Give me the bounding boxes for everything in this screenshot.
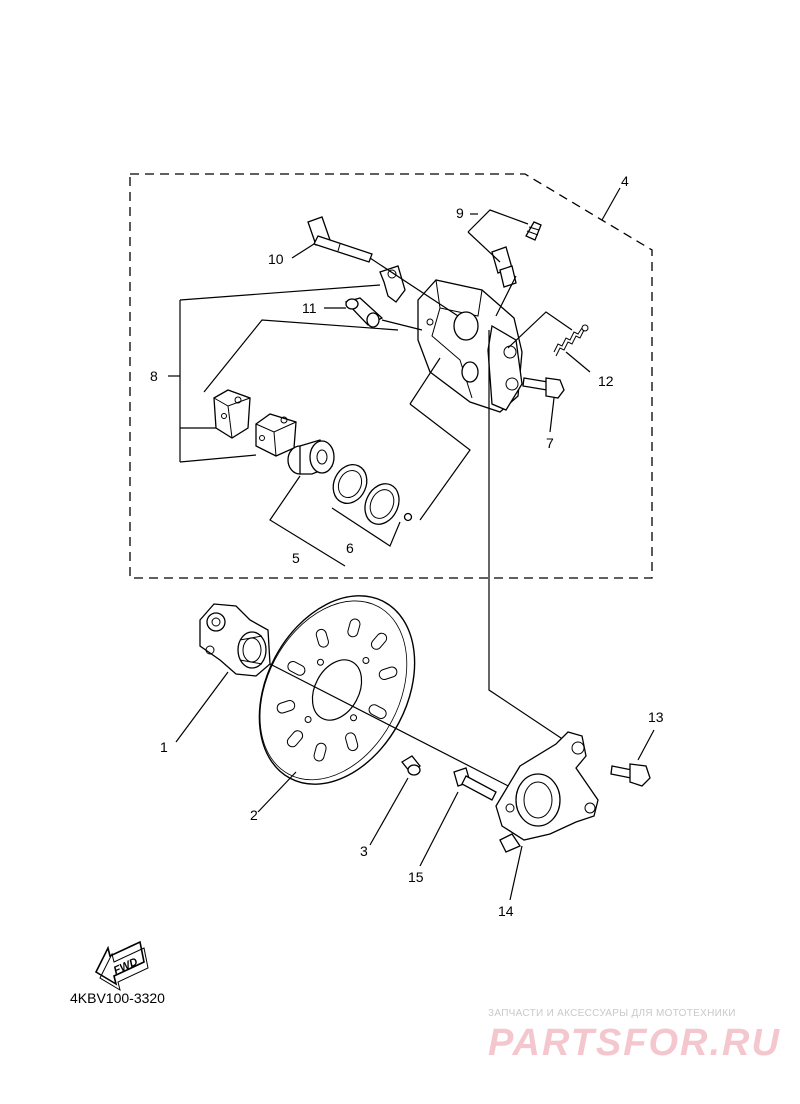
forward-direction-arrow: FWD — [94, 940, 149, 992]
caliper-bolt — [522, 377, 565, 399]
disc-vent-slot — [315, 628, 329, 648]
disc-vent-slot — [287, 661, 306, 676]
callout-13: 13 — [648, 709, 664, 725]
callout-9: 9 — [456, 205, 464, 221]
drawing-code: 4KBV100-3320 — [70, 990, 165, 1006]
bracket-bolt — [453, 767, 497, 801]
callout-12: 12 — [598, 373, 614, 389]
disc-vent-slot — [313, 742, 327, 762]
dust-seal — [364, 483, 400, 525]
brake-pad-inner — [255, 413, 297, 457]
disc-vent-slot — [276, 700, 296, 714]
disc-vent-slot — [368, 704, 387, 719]
callout-6: 6 — [346, 540, 354, 556]
disc-vent-slot — [345, 732, 359, 752]
callout-10: 10 — [268, 251, 284, 267]
disc-vent-slot — [347, 618, 361, 638]
callout-8: 8 — [150, 368, 158, 384]
pad-retainer-clip — [379, 265, 406, 303]
wheel-hub — [199, 603, 271, 677]
caliper-body — [417, 279, 523, 413]
callout-15: 15 — [408, 869, 424, 885]
callout-4: 4 — [621, 173, 629, 189]
callout-5: 5 — [292, 550, 300, 566]
disc-inner-edge — [259, 600, 408, 781]
seal-o-ring — [403, 512, 413, 522]
slide-pin-bolt — [307, 216, 373, 263]
callout-numbers: 4 9 10 11 8 12 7 6 5 13 1 2 3 15 14 — [150, 173, 664, 919]
watermark-brand: PARTSFOR.RU — [488, 1022, 781, 1064]
disc-bolt-hole — [316, 658, 324, 666]
brake-pad-outer — [213, 389, 251, 439]
callout-2: 2 — [250, 807, 258, 823]
disc-bolt-hole — [304, 715, 312, 723]
assembly-leader-lines — [168, 209, 583, 753]
disc-vent-slot — [286, 730, 304, 748]
callout-leaders — [175, 187, 655, 901]
slide-pin-boot — [344, 297, 384, 328]
disc-vent-slot — [378, 666, 398, 680]
brake-disc — [258, 595, 416, 785]
mounting-bolt — [610, 763, 651, 787]
bleed-screw — [491, 221, 542, 288]
piston-seal — [332, 464, 368, 504]
disc-bolt-hole — [350, 714, 358, 722]
caliper-assembly-boundary — [129, 173, 653, 579]
watermark-tagline: ЗАПЧАСТИ И АКСЕССУАРЫ ДЛЯ МОТОТЕХНИКИ — [488, 1008, 736, 1019]
piston — [287, 439, 335, 475]
axle-line — [269, 663, 521, 793]
disc-bolt-hole — [362, 657, 370, 665]
disc-vent-slot — [370, 632, 388, 650]
callout-1: 1 — [160, 739, 168, 755]
callout-7: 7 — [546, 435, 554, 451]
disc-bolt — [401, 755, 421, 776]
callout-11: 11 — [302, 300, 317, 316]
pad-spring — [553, 324, 589, 357]
caliper-bracket — [495, 731, 599, 853]
callout-14: 14 — [498, 903, 514, 919]
callout-3: 3 — [360, 843, 368, 859]
